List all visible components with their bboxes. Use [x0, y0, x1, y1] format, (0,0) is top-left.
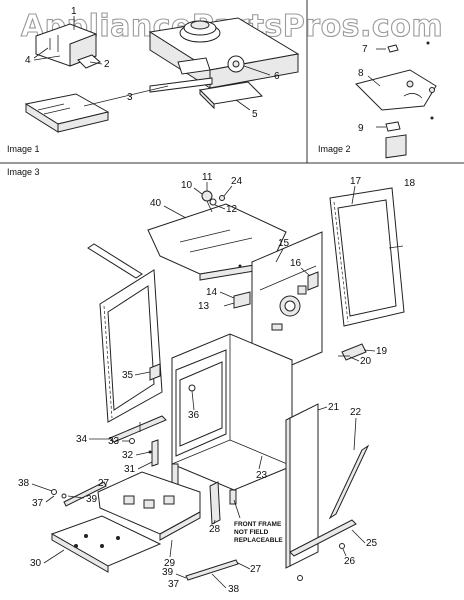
- image-2-callouts: 7 8 9 Image 2: [318, 44, 381, 154]
- note-line-1: FRONT FRAME: [234, 521, 282, 528]
- callout-27b: 27: [250, 564, 262, 575]
- bracket-plate: [355, 69, 437, 111]
- image-3-illustration: [50, 134, 407, 581]
- callout-11: 11: [202, 172, 213, 183]
- callout-37: 37: [32, 498, 44, 509]
- panel-label-image-3: Image 3: [7, 167, 40, 177]
- callout-29: 29: [164, 558, 176, 569]
- callout-10: 10: [181, 180, 193, 191]
- panel-label-image-1: Image 1: [7, 144, 40, 154]
- callout-8: 8: [358, 68, 364, 79]
- callout-20: 20: [360, 356, 372, 367]
- callout-6: 6: [274, 71, 280, 82]
- callout-16: 16: [290, 258, 302, 269]
- callout-18: 18: [404, 178, 416, 189]
- callout-3: 3: [127, 92, 133, 103]
- callout-26: 26: [344, 556, 356, 567]
- bottom-right-rail: [289, 519, 357, 557]
- callout-39b: 39: [162, 567, 174, 578]
- callout-23: 23: [256, 470, 268, 481]
- callout-15: 15: [278, 238, 290, 249]
- callout-17: 17: [350, 176, 362, 187]
- left-bottom-rail: [63, 481, 107, 507]
- callout-12: 12: [226, 204, 238, 215]
- image-2-illustration: [355, 41, 437, 132]
- callout-36: 36: [188, 410, 200, 421]
- left-top-rail: [87, 243, 143, 279]
- callout-21: 21: [328, 402, 340, 413]
- callout-14: 14: [206, 287, 218, 298]
- callout-31: 31: [124, 464, 136, 475]
- note-line-3: REPLACEABLE: [234, 537, 283, 544]
- callout-35: 35: [122, 370, 134, 381]
- image-1-illustration: [24, 17, 300, 133]
- callout-4: 4: [25, 55, 31, 66]
- bottom-rail: [185, 559, 239, 581]
- panel-borders: [0, 0, 464, 164]
- image-1-callouts: 1 4 2 3 6 5 Image 1: [7, 6, 280, 154]
- left-lower-rail: [109, 415, 167, 443]
- callout-33: 33: [108, 436, 120, 447]
- callout-13: 13: [198, 301, 210, 312]
- callout-30: 30: [30, 558, 42, 569]
- callout-34: 34: [76, 434, 88, 445]
- callout-40: 40: [150, 198, 162, 209]
- callout-27: 27: [98, 478, 110, 489]
- right-rail: [328, 444, 370, 520]
- callout-28: 28: [209, 524, 221, 535]
- callout-5: 5: [252, 109, 258, 120]
- panel-label-image-2: Image 2: [318, 144, 351, 154]
- callout-22: 22: [350, 407, 362, 418]
- callout-2: 2: [104, 59, 110, 70]
- callout-25: 25: [366, 538, 378, 549]
- callout-37b: 37: [168, 579, 180, 590]
- callout-1: 1: [71, 6, 77, 17]
- callout-19: 19: [376, 346, 388, 357]
- callout-38: 38: [18, 478, 30, 489]
- image-3-callouts: 11 10 24 12 40 17 18 15 16 14 13 19 20 3…: [18, 172, 416, 595]
- callout-32: 32: [122, 450, 134, 461]
- callout-24: 24: [231, 176, 243, 187]
- note-line-2: NOT FIELD: [234, 529, 269, 536]
- callout-39: 39: [86, 494, 98, 505]
- callout-7: 7: [362, 44, 368, 55]
- callout-9: 9: [358, 123, 364, 134]
- callout-38b: 38: [228, 584, 240, 595]
